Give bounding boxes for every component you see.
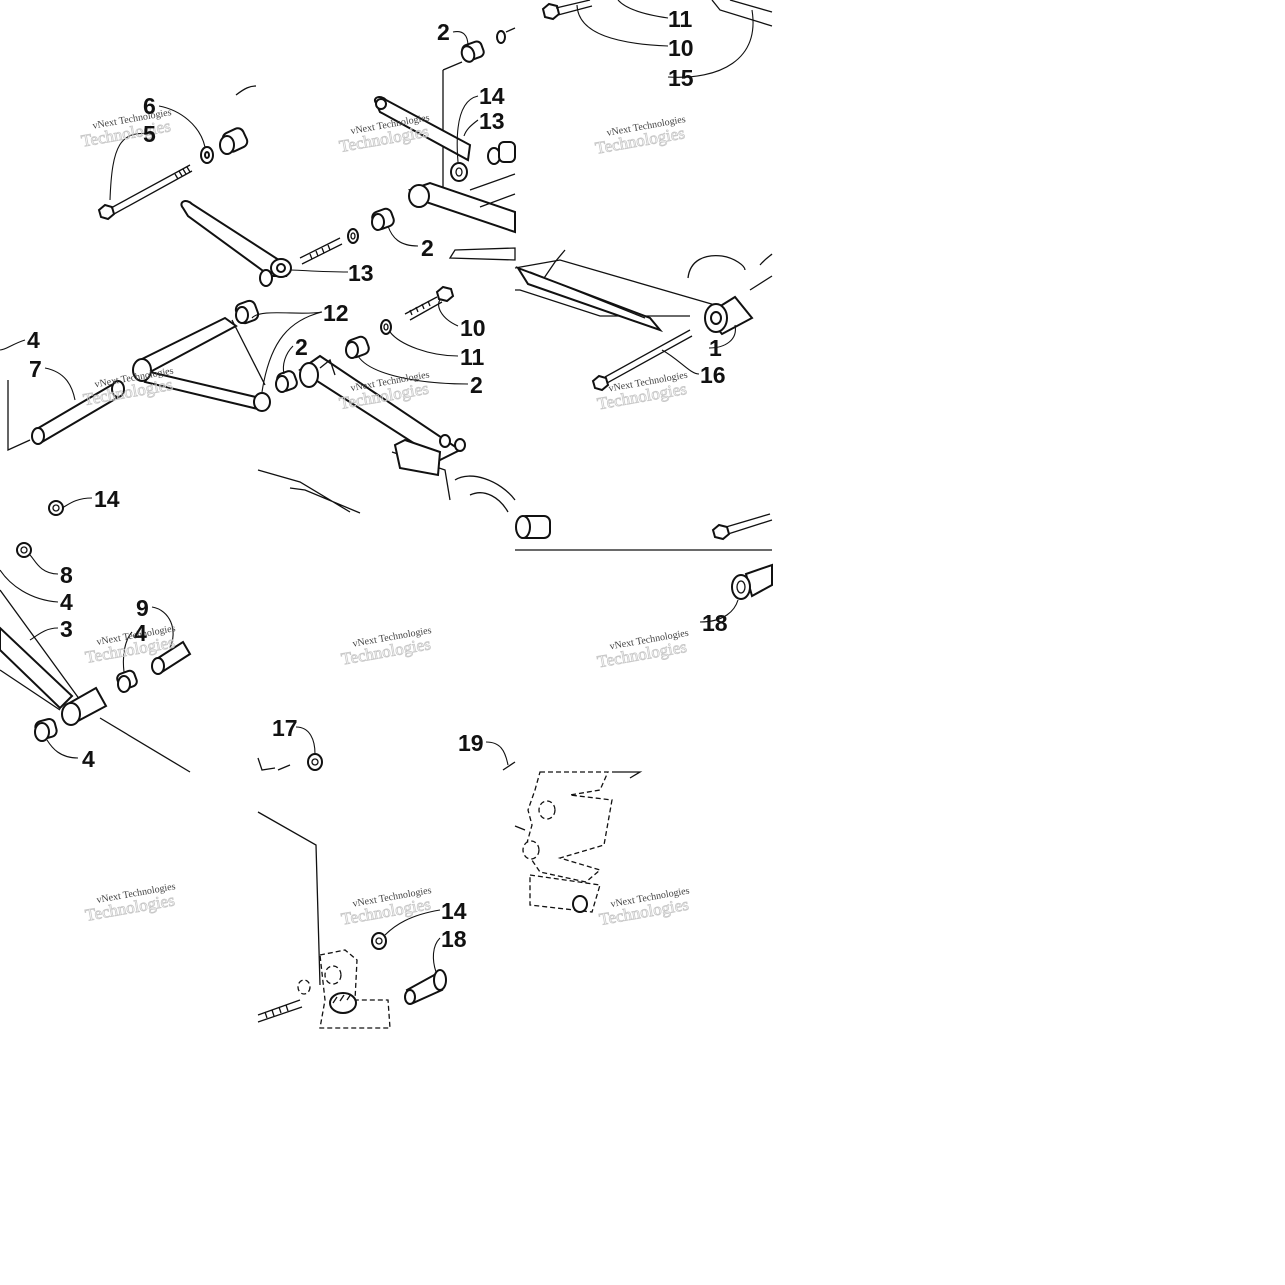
bushing bbox=[234, 299, 260, 325]
lock-nut bbox=[450, 162, 468, 182]
callout: 13 bbox=[479, 108, 505, 134]
hex-bolt bbox=[404, 285, 455, 321]
shock-link bbox=[374, 96, 472, 162]
leader-lines bbox=[0, 0, 754, 973]
rod bbox=[151, 640, 192, 675]
bushing bbox=[515, 515, 551, 539]
long-bolt bbox=[97, 164, 193, 221]
callout: 12 bbox=[323, 300, 349, 326]
callout: 4 bbox=[134, 620, 147, 646]
hex-bolt bbox=[541, 0, 593, 21]
callout: 2 bbox=[421, 235, 434, 261]
decal-fragment bbox=[448, 247, 516, 261]
long-bolt bbox=[591, 329, 693, 392]
lock-nut bbox=[48, 500, 64, 516]
callout: 1 bbox=[709, 335, 722, 361]
callout: 14 bbox=[479, 83, 505, 109]
callout: 7 bbox=[29, 356, 42, 382]
watermark: Technologies vNext Technologies bbox=[595, 370, 688, 414]
hex-bolt bbox=[711, 513, 773, 541]
shock-link bbox=[180, 200, 292, 278]
bushing bbox=[219, 127, 249, 155]
callout: 14 bbox=[94, 486, 120, 512]
watermark: Technologies vNext Technologies bbox=[339, 625, 432, 669]
bolt-small bbox=[299, 237, 343, 265]
callouts: 11 10 15 2 6 5 14 13 2 13 12 10 11 2 2 4… bbox=[27, 6, 728, 952]
watermark: Technologies vNext Technologies bbox=[339, 885, 432, 929]
callout: 13 bbox=[348, 260, 374, 286]
nut bbox=[16, 542, 32, 558]
frame-arc bbox=[759, 253, 773, 266]
washer bbox=[200, 146, 214, 164]
watermark: Technologies vNext Technologies bbox=[593, 114, 686, 158]
callout: 2 bbox=[437, 19, 450, 45]
callout: 5 bbox=[143, 121, 156, 147]
callout: 2 bbox=[295, 334, 308, 360]
a-arm bbox=[0, 589, 108, 726]
callout: 10 bbox=[460, 315, 486, 341]
callout: 18 bbox=[441, 926, 467, 952]
axle-line bbox=[99, 717, 191, 773]
washer bbox=[347, 228, 359, 244]
watermark: Technologies vNext Technologies bbox=[337, 112, 430, 156]
shock-fragment bbox=[502, 761, 516, 771]
lock-nut bbox=[307, 753, 323, 771]
callout: 15 bbox=[668, 65, 694, 91]
bushing bbox=[345, 335, 370, 359]
callout: 14 bbox=[441, 898, 467, 924]
callout: 16 bbox=[700, 362, 726, 388]
bushing bbox=[460, 40, 485, 63]
callout: 10 bbox=[668, 35, 694, 61]
callout: 6 bbox=[143, 93, 156, 119]
callout: 11 bbox=[668, 6, 693, 32]
callout: 19 bbox=[458, 730, 484, 756]
frame-arc bbox=[235, 85, 257, 96]
shoulder-bolt bbox=[404, 969, 447, 1005]
bushing bbox=[34, 718, 58, 742]
bushing bbox=[116, 669, 138, 693]
spindle-bracket bbox=[297, 949, 391, 1029]
callout: 3 bbox=[60, 616, 73, 642]
callout: 4 bbox=[82, 746, 95, 772]
frame-arc bbox=[687, 254, 773, 291]
callout: 2 bbox=[470, 372, 483, 398]
washer bbox=[380, 319, 392, 335]
cross-tube bbox=[407, 173, 516, 234]
callout: 9 bbox=[136, 595, 149, 621]
shock-body bbox=[514, 771, 643, 913]
callout: 11 bbox=[460, 344, 485, 370]
main-bushing bbox=[704, 295, 754, 336]
callout: 4 bbox=[27, 327, 40, 353]
watermark: Technologies vNext Technologies bbox=[79, 107, 172, 151]
watermark: Technologies vNext Technologies bbox=[83, 881, 176, 925]
rod bbox=[31, 380, 125, 445]
callout: 4 bbox=[60, 589, 73, 615]
frame-edge bbox=[7, 380, 31, 452]
shoulder-bolt bbox=[731, 563, 773, 600]
callout: 18 bbox=[702, 610, 728, 636]
frame-rail bbox=[711, 0, 773, 27]
watermark: Technologies vNext Technologies bbox=[81, 366, 174, 410]
frame-lines bbox=[257, 811, 321, 986]
decal bbox=[515, 266, 664, 333]
callout: 8 bbox=[60, 562, 73, 588]
bracket-fragment bbox=[257, 757, 291, 771]
bushing bbox=[275, 370, 298, 393]
bushing bbox=[371, 207, 395, 231]
decal bbox=[729, 0, 773, 13]
a-arm bbox=[132, 316, 271, 412]
spacer-12 bbox=[259, 269, 273, 287]
washer bbox=[496, 30, 506, 44]
watermark: Technologies vNext Technologies bbox=[597, 885, 690, 929]
bushing bbox=[498, 141, 516, 163]
watermark: Technologies vNext Technologies bbox=[595, 628, 689, 672]
swing-arm bbox=[257, 354, 516, 514]
threaded-stud bbox=[257, 999, 303, 1023]
callout: 17 bbox=[272, 715, 298, 741]
lock-nut bbox=[371, 932, 387, 950]
